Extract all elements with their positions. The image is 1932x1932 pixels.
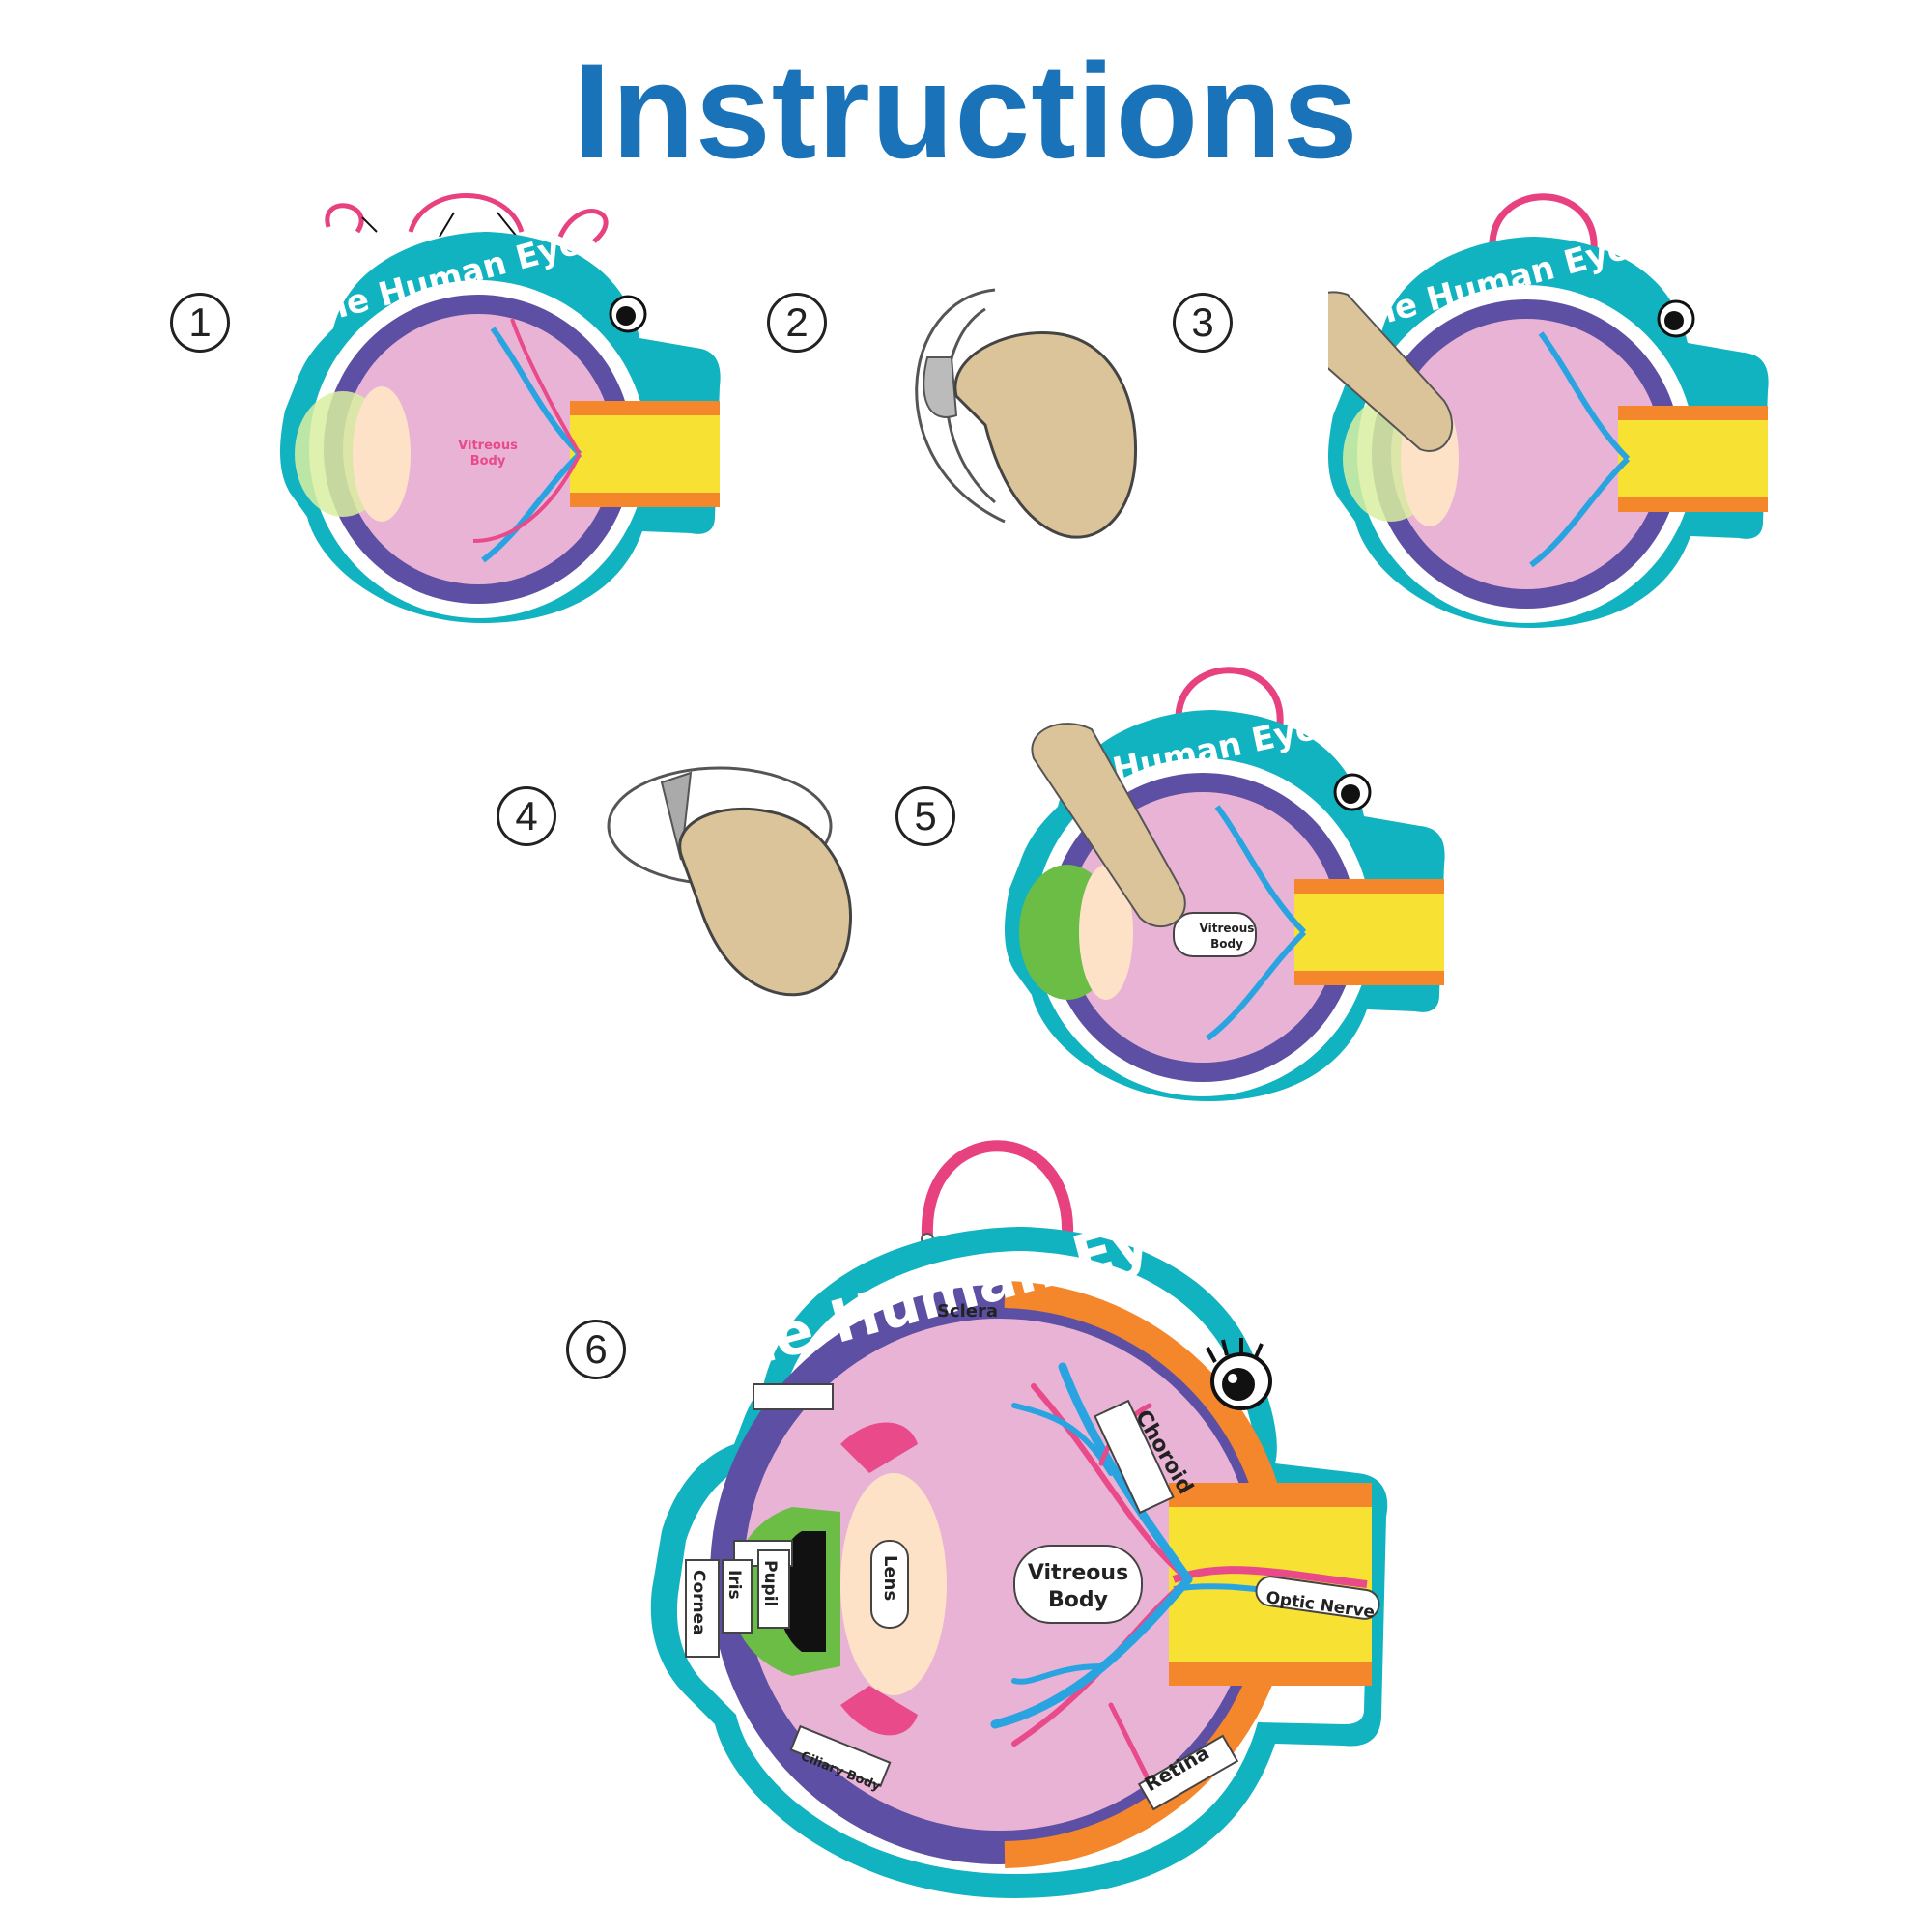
peel-sticker-hand-step2 xyxy=(915,288,1138,539)
label-iris: Iris xyxy=(724,1570,744,1600)
eye-diagram-complete: The Human Eye Sclera Choroid Lens Vitreo… xyxy=(650,1140,1388,1898)
step-number-6: 6 xyxy=(566,1320,626,1379)
hand-icon xyxy=(953,330,1138,539)
label-vitreous-1: Vitreous xyxy=(1028,1561,1128,1585)
eye-diagram-blank-step1: The Human Eye Vitreous Body xyxy=(280,193,721,623)
eye-diagram-blank-step3: The Human Eye xyxy=(1328,193,1769,628)
vitreous-text2-step5: Body xyxy=(1210,937,1243,951)
label-lens: Lens xyxy=(880,1555,900,1601)
step-number-1: 1 xyxy=(170,293,230,353)
hanger-loop xyxy=(921,1140,1074,1237)
vitreous-text-step1: Vitreous xyxy=(458,439,518,453)
peel-sticker-hand-step4 xyxy=(607,766,853,997)
cartoon-eye-icon xyxy=(1206,1338,1272,1410)
finger-icon xyxy=(1031,723,1186,928)
label-cornea: Cornea xyxy=(689,1570,708,1635)
label-pupil: Pupil xyxy=(760,1560,780,1606)
vitreous-text2-step1: Body xyxy=(470,454,506,469)
vitreous-text-step5: Vitreous xyxy=(1200,922,1255,935)
step-number-3: 3 xyxy=(1173,293,1233,353)
page-title: Instructions xyxy=(573,35,1359,186)
step-number-4: 4 xyxy=(497,786,556,846)
step-number-5: 5 xyxy=(895,786,955,846)
label-vitreous-2: Body xyxy=(1048,1588,1108,1612)
eye-diagram-step5: Vitreous Body The Human Eye xyxy=(1005,667,1445,1101)
label-sclera: Sclera xyxy=(937,1301,998,1321)
hand-icon xyxy=(678,807,853,997)
step-number-2: 2 xyxy=(767,293,827,353)
finger-icon xyxy=(1328,291,1454,452)
